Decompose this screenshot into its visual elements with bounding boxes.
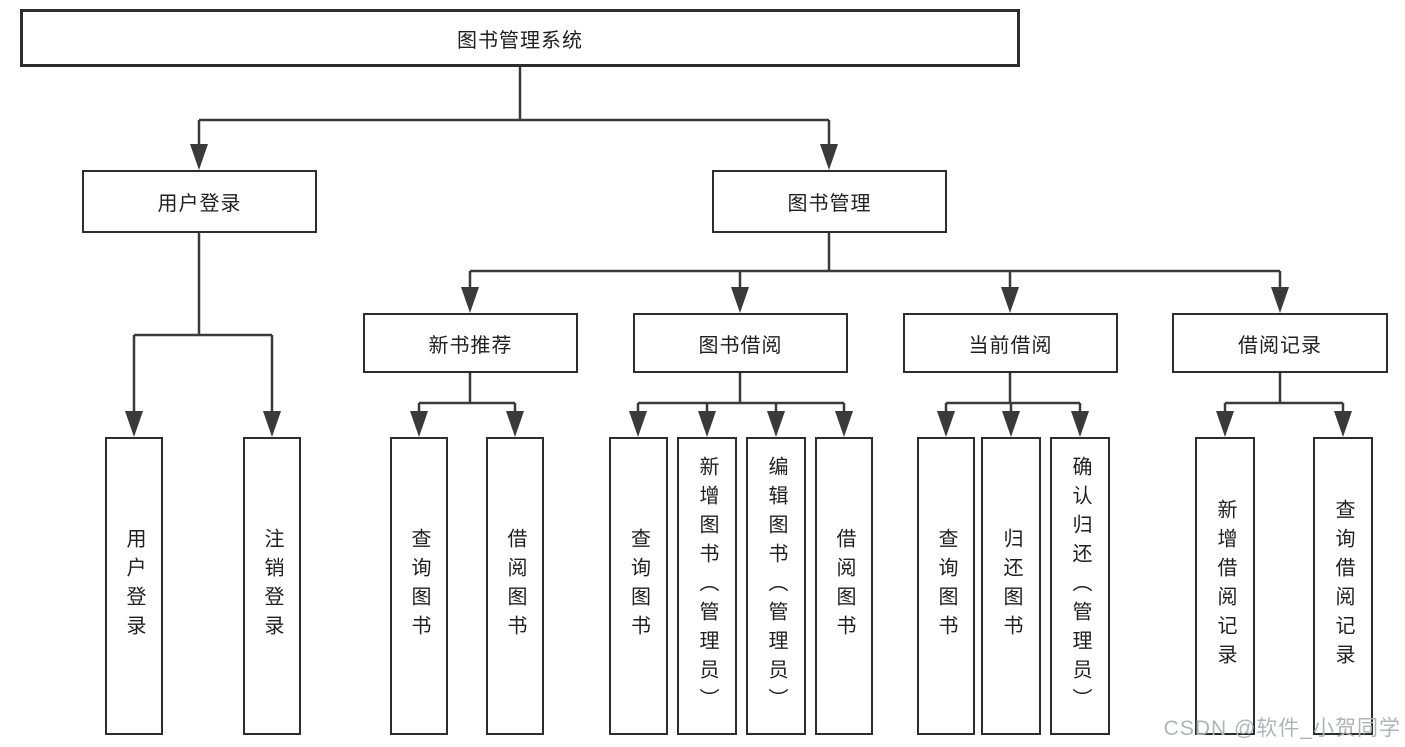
node-current-borrow: 当前借阅 [903, 313, 1118, 373]
leaf-logout: 注销登录 [243, 437, 301, 735]
node-new-book-recommend: 新书推荐 [363, 313, 578, 373]
leaf-user-login: 用户登录 [105, 437, 163, 735]
leaf-return-books: 归还图书 [981, 437, 1041, 735]
leaf-add-borrow-record: 新增借阅记录 [1195, 437, 1255, 735]
leaf-borrow-books-recommend: 借阅图书 [486, 437, 544, 735]
node-book-management: 图书管理 [712, 170, 947, 233]
leaf-edit-books-admin: 编辑图书（管理员） [746, 437, 806, 735]
node-borrow-records: 借阅记录 [1172, 313, 1388, 373]
leaf-borrow-books: 借阅图书 [815, 437, 873, 735]
node-user-login: 用户登录 [82, 170, 317, 233]
leaf-query-books-current: 查询图书 [917, 437, 975, 735]
leaf-add-books-admin: 新增图书（管理员） [677, 437, 737, 735]
leaf-query-books-borrow: 查询图书 [609, 437, 668, 735]
leaf-confirm-return-admin: 确认归还（管理员） [1050, 437, 1110, 735]
node-book-borrow: 图书借阅 [633, 313, 848, 373]
node-root-system: 图书管理系统 [20, 9, 1020, 67]
leaf-query-books-recommend: 查询图书 [390, 437, 448, 735]
leaf-query-borrow-record: 查询借阅记录 [1313, 437, 1373, 735]
csdn-watermark: CSDN @软件_小贺同学 [1163, 717, 1401, 740]
